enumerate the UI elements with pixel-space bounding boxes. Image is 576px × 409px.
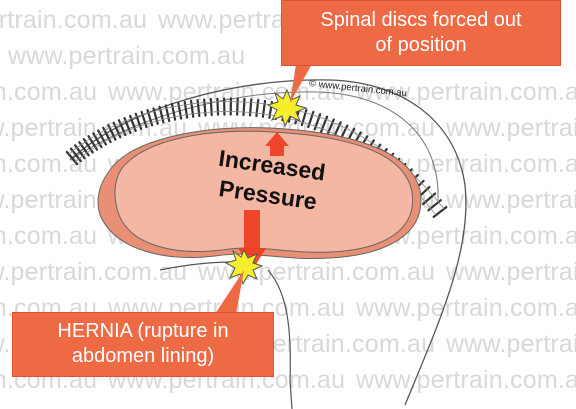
vertebra-ridge xyxy=(427,199,442,212)
vertebra-ridge xyxy=(242,97,246,117)
torso-outline xyxy=(69,79,467,406)
callout-pointer-top xyxy=(290,64,312,103)
disc-burst-icon xyxy=(266,88,308,128)
hernia-callout: HERNIA (rupture in abdomen lining) xyxy=(12,312,274,377)
callout-line: of position xyxy=(375,34,467,56)
pressure-arrow-up xyxy=(265,132,289,156)
vertebra-ridge xyxy=(203,98,207,117)
vertebra-ridge xyxy=(248,98,253,117)
torso-lower-outline xyxy=(159,261,233,271)
callout-line: HERNIA (rupture in xyxy=(57,320,229,342)
vertebra-ridge xyxy=(196,98,201,118)
spinal-discs-callout: Spinal discs forced out of position xyxy=(281,0,561,66)
vertebra-ridge xyxy=(432,206,448,218)
vertebra-ridge xyxy=(209,97,213,117)
callout-line: Spinal discs forced out xyxy=(320,9,522,31)
abdominal-cavity xyxy=(114,130,414,253)
callout-pointer-bottom xyxy=(215,270,244,314)
torso-lower-outline xyxy=(267,269,293,409)
vertebra-ridge xyxy=(216,97,220,116)
vertebra-ridge xyxy=(422,192,437,206)
vertebra-ridge xyxy=(255,98,260,118)
callout-line: abdomen lining) xyxy=(71,345,215,367)
hernia-burst-icon xyxy=(224,248,264,286)
vertebra-ridge xyxy=(190,99,195,118)
vertebra-ridge xyxy=(236,97,239,116)
